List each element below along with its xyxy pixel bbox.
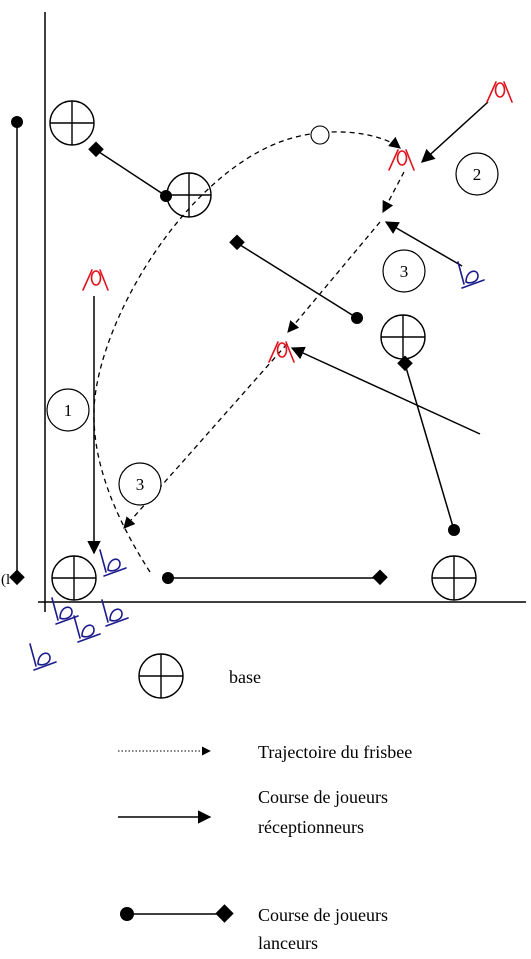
thrower-player-bottom-5 <box>29 643 57 671</box>
thrower-run-upper-start <box>160 190 172 202</box>
thrower-run-middle <box>236 242 358 319</box>
base-bottom-right <box>431 555 477 601</box>
thrower-player-bottom-4 <box>101 599 129 627</box>
frisbee-trajectory-pass-3 <box>287 221 381 333</box>
thrower-run-left-end <box>9 569 25 586</box>
thrower-run-bottom-start <box>162 572 174 584</box>
zone-number-1: 1 <box>64 401 73 420</box>
legend-throwers-end <box>215 904 234 923</box>
legend-receivers-label-1: Course de joueurs <box>258 787 388 807</box>
zone-marker-2: 2 <box>455 152 499 196</box>
frisbee-trajectory-pass-2 <box>382 171 405 214</box>
zone-marker-1: 1 <box>46 388 90 432</box>
zone-number-3-right: 3 <box>400 262 409 281</box>
frisbee-start-marker <box>310 125 330 145</box>
thrower-run-upper <box>95 149 167 197</box>
legend-base-icon <box>138 653 184 699</box>
thrower-run-right-start <box>448 524 460 536</box>
zone-marker-3-left: 3 <box>118 462 162 506</box>
thrower-run-left-start <box>11 116 23 128</box>
zone-number-2: 2 <box>473 165 482 184</box>
thrower-player-bottom-3 <box>73 615 101 643</box>
base-upper-middle <box>166 172 212 218</box>
thrower-run-right <box>404 363 455 531</box>
clipped-edge-text: (l <box>1 572 10 588</box>
thrower-run-upper-end <box>88 141 104 158</box>
zone-marker-3-right: 3 <box>382 249 426 293</box>
receiver-run-right <box>384 221 463 267</box>
thrower-run-right-end <box>397 355 413 372</box>
base-right-middle <box>380 314 426 360</box>
thrower-run-bottom-end <box>372 569 388 586</box>
legend-base-label: base <box>229 667 261 687</box>
legend-throwers-start <box>120 907 134 921</box>
receiver-player-left <box>82 269 109 291</box>
thrower-run-middle-start <box>351 312 363 324</box>
receiver-player-center <box>268 341 295 363</box>
legend-frisbee-label: Trajectoire du frisbee <box>258 742 412 762</box>
legend-throwers-label-1: Course de joueurs <box>258 905 388 925</box>
frisbee-trajectory-curve <box>93 131 401 573</box>
base-bottom-left <box>51 555 97 601</box>
thrower-player-bottom-1 <box>99 549 127 577</box>
legend-throwers-label-2: lanceurs <box>258 933 318 953</box>
legend: base Trajectoire du frisbee Course de jo… <box>118 653 412 953</box>
base-top-left <box>49 100 95 146</box>
receiver-run-top-right <box>421 101 489 163</box>
zone-number-3-left: 3 <box>136 475 145 494</box>
receiver-run-center <box>290 346 481 435</box>
frisbee-trajectory-pass-4 <box>123 343 288 529</box>
legend-receivers-label-2: réceptionneurs <box>258 817 364 837</box>
thrower-run-middle-end <box>229 234 245 251</box>
receiver-player-upper-center <box>388 149 415 171</box>
receiver-player-top-right <box>486 81 513 103</box>
